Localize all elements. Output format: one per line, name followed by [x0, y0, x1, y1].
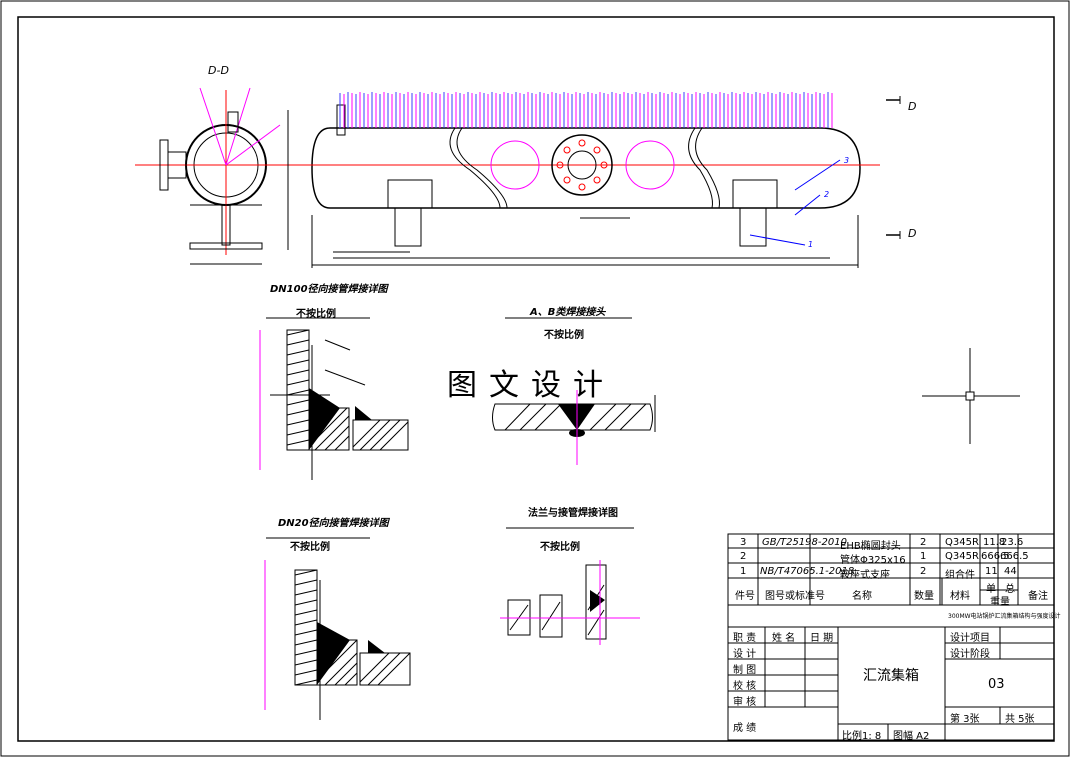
drawing-number: 03 [988, 677, 1005, 692]
detail-flange-title: 法兰与接管焊接详图 [528, 508, 618, 519]
design-item: 设计项目 [950, 633, 990, 644]
bom-row-no: 2 [740, 551, 747, 562]
bom-header-no: 件号 [735, 591, 755, 602]
bom-row-qty: 2 [920, 566, 927, 577]
bom-row-w2: 23.6 [1001, 537, 1024, 548]
detail-ab-scale: 不按比例 [544, 330, 584, 341]
bom-row-mat: 组合件 [945, 570, 975, 581]
bom-header-note: 备注 [1028, 591, 1048, 602]
section-label: D-D [208, 64, 229, 77]
bom-row-w2: 44 [1004, 566, 1017, 577]
project-title: 300MW电站锅炉汇流集箱结构与强度设计 [948, 613, 1061, 620]
bom-header-std: 图号或标准号 [765, 591, 825, 602]
bom-header-qty: 数量 [914, 591, 934, 602]
role-duty: 职 责 [733, 633, 757, 644]
bom-row-no: 1 [740, 566, 747, 577]
callout-2: 2 [824, 190, 830, 199]
detail-flange-weld [500, 527, 640, 645]
drawing-format: 图幅 A2 [893, 731, 930, 742]
bom-header-name: 名称 [852, 591, 872, 602]
role-design: 设 计 [733, 649, 757, 660]
detail-ab-weld [492, 317, 656, 465]
callout-3: 3 [844, 156, 850, 165]
bom-header-w-single: 单 [986, 584, 996, 595]
role-drafting: 制 图 [733, 665, 757, 676]
bom-header-mat: 材料 [950, 591, 970, 602]
detail-dn100-weld [259, 317, 409, 480]
crosshair-cursor [922, 348, 1020, 444]
role-grade: 成 绩 [733, 723, 757, 734]
bom-row-std: NB/T47065.1-2018 [760, 566, 855, 577]
bom-row-mat: Q345R [945, 537, 979, 548]
drawing-scale: 比例1: 8 [842, 731, 882, 742]
watermark-text: 图文设计 [447, 368, 615, 403]
detail-dn20-scale: 不按比例 [290, 542, 330, 553]
cut-label-bottom: D [908, 227, 917, 240]
sheet-total: 共 5张 [1005, 714, 1035, 725]
bom-row-no: 3 [740, 537, 747, 548]
bom-row-std: GB/T25198-2010 [762, 537, 847, 548]
callout-1: 1 [808, 240, 814, 249]
bom-row-name: EHB椭圆封头 [840, 541, 901, 552]
bom-row-name: 鞍座式支座 [840, 570, 890, 581]
tube-bank [339, 92, 833, 128]
role-check: 校 核 [733, 681, 757, 692]
bom-row-w1: 11 [985, 566, 998, 577]
bom-row-qty: 1 [920, 551, 927, 562]
detail-flange-scale: 不按比例 [540, 542, 580, 553]
section-view-dd [135, 87, 300, 265]
detail-dn100-title: DN100径向接管焊接详图 [270, 284, 388, 295]
bom-header-w-label: 重量 [990, 597, 1010, 608]
elevation-view [300, 96, 901, 268]
detail-dn20-title: DN20径向接管焊接详图 [278, 518, 389, 529]
role-approve: 审 核 [733, 697, 757, 708]
sheet-number: 第 3张 [950, 714, 980, 725]
bom-row-mat: Q345R [945, 551, 979, 562]
bom-row-w1: 11.8 [983, 537, 1006, 548]
detail-dn20-weld [264, 537, 411, 720]
bom-row-name: 管体Φ325x16 [840, 555, 906, 566]
design-stage: 设计阶段 [950, 649, 990, 660]
detail-ab-title: A、B类焊接接头 [530, 307, 606, 318]
bom-row-qty: 2 [920, 537, 927, 548]
bom-row-w1: 666.5 [981, 551, 1010, 562]
col-date: 日 期 [810, 633, 834, 644]
bom-header-w-total: 总 [1005, 584, 1015, 595]
detail-dn100-scale: 不按比例 [296, 309, 336, 320]
title-block [727, 533, 1055, 741]
drawing-name: 汇流集箱 [863, 668, 919, 684]
cut-label-top: D [908, 100, 917, 113]
col-name: 姓 名 [772, 633, 796, 644]
bom-row-w2: 666.5 [1000, 551, 1029, 562]
